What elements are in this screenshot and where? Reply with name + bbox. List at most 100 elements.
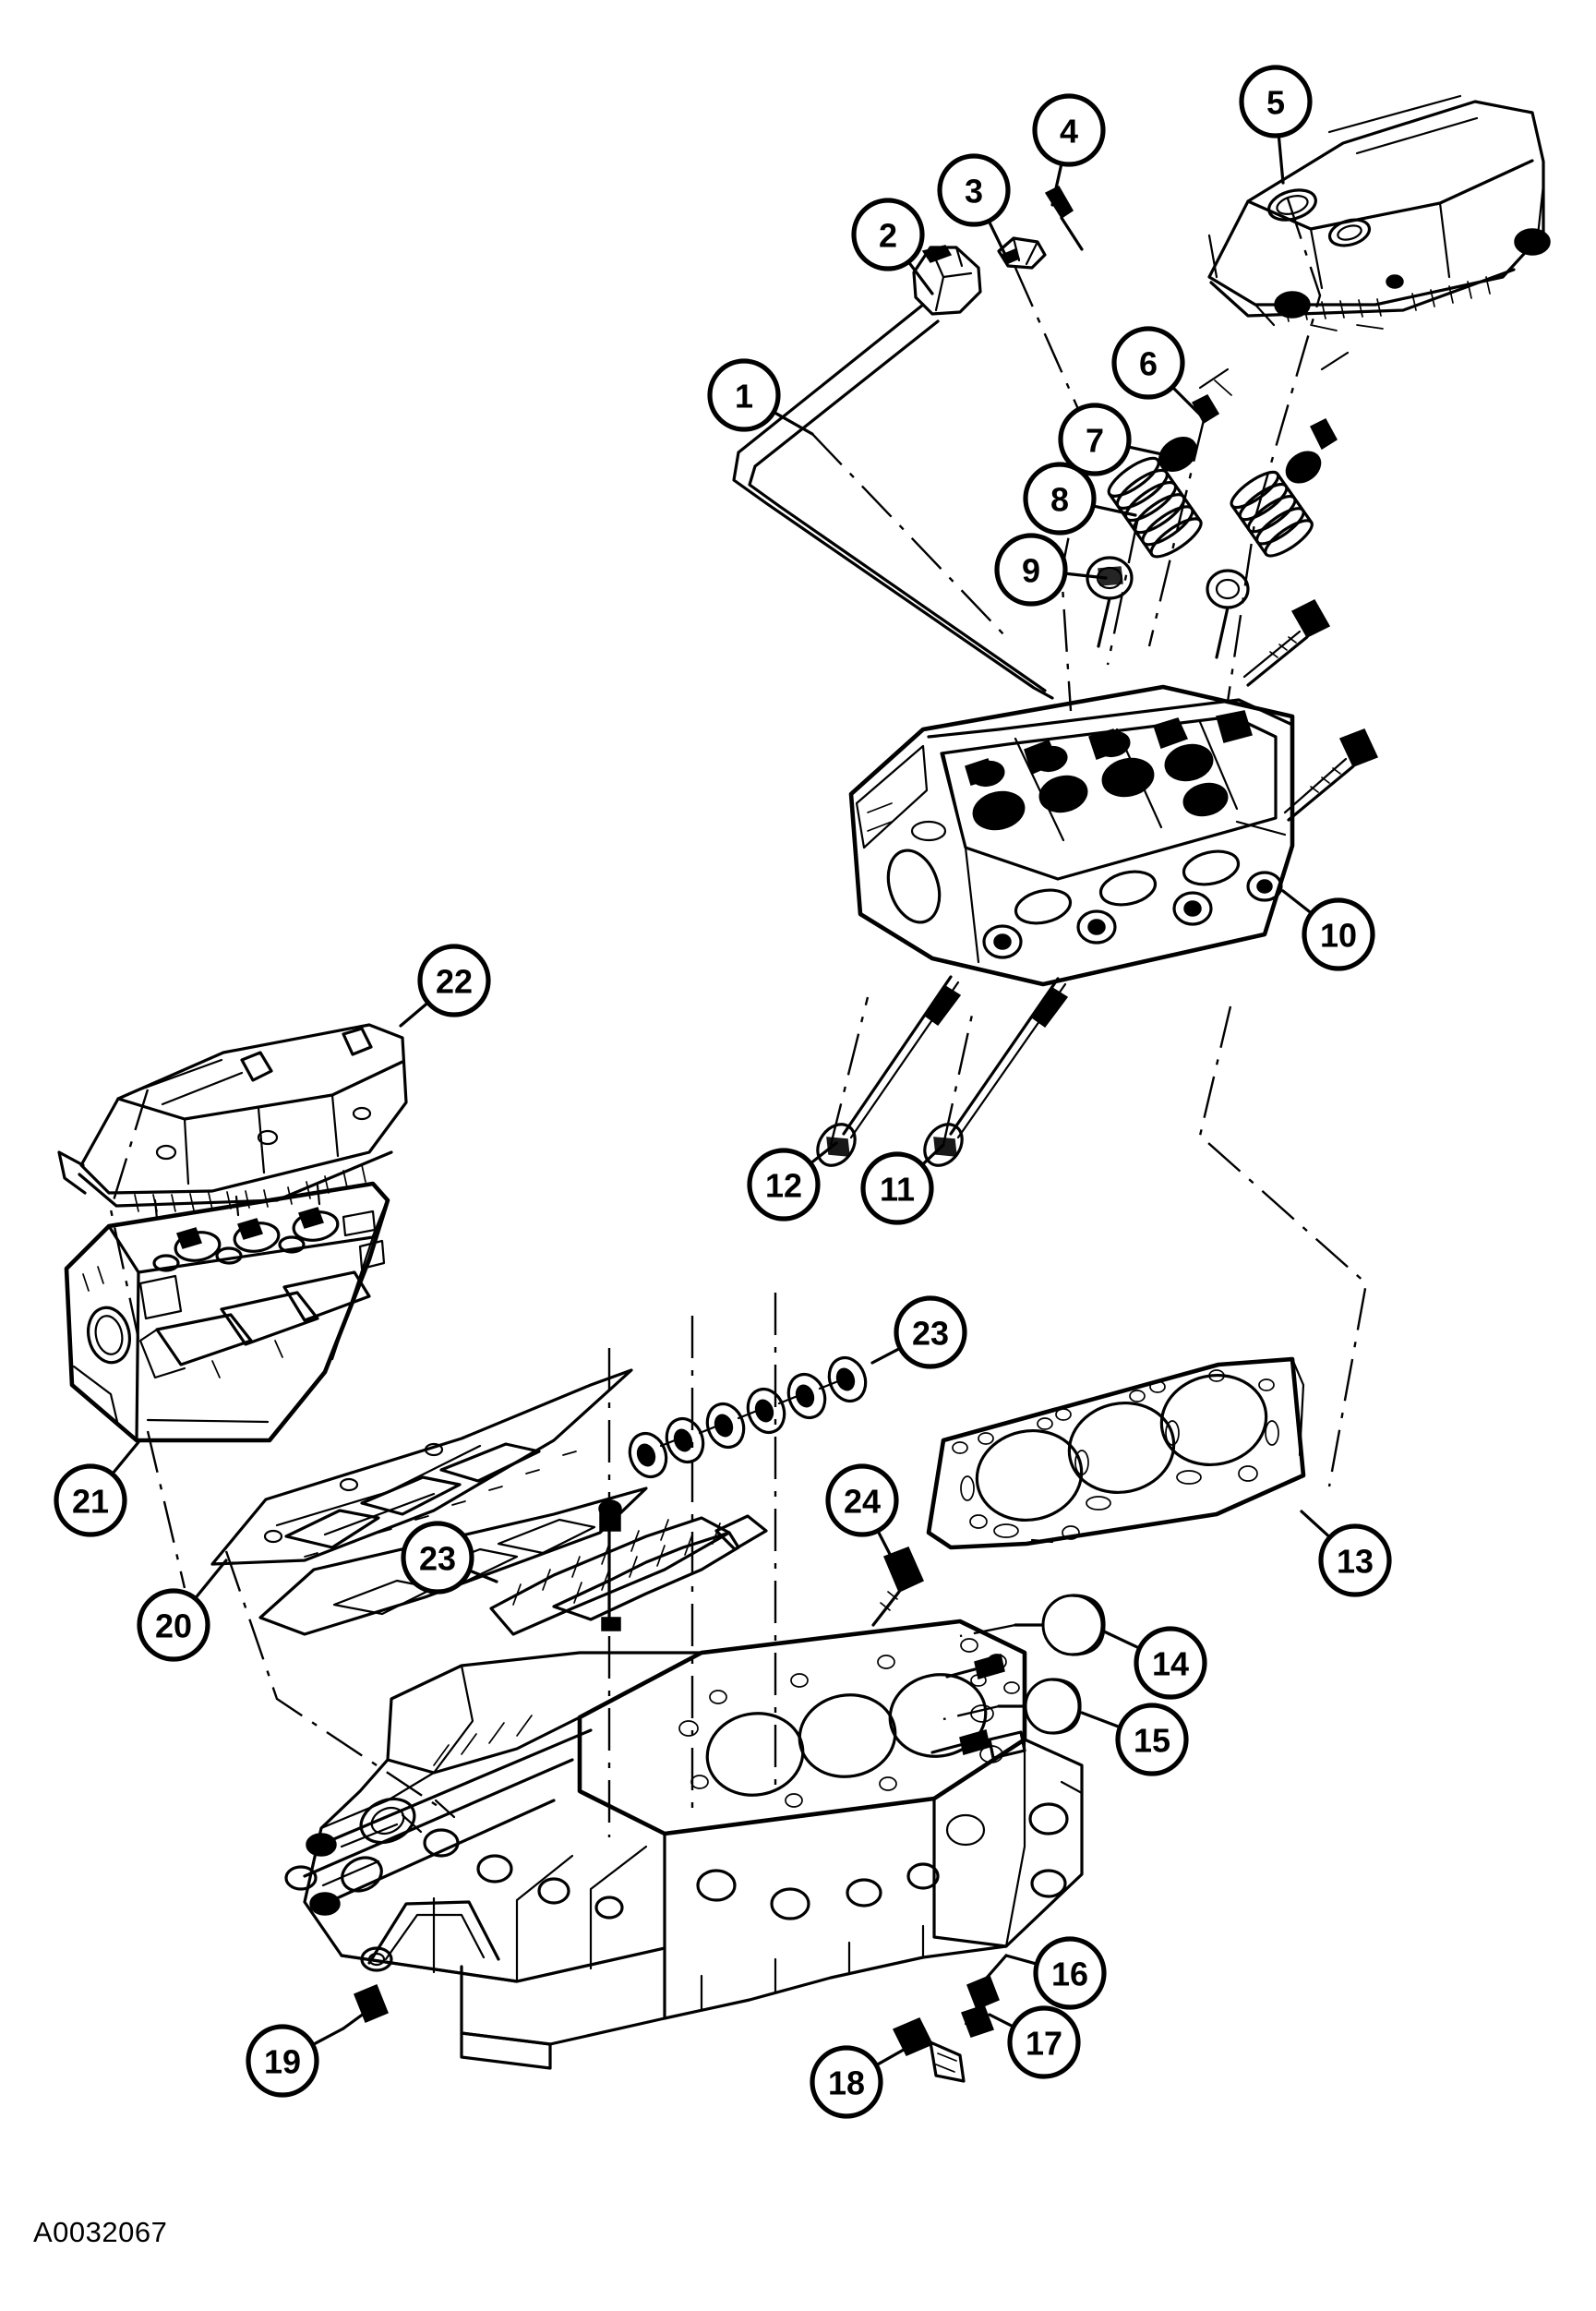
callout-number: 8: [1050, 481, 1069, 519]
callout-leader-5-4: [1277, 134, 1285, 185]
callout-circle: [1007, 2005, 1081, 2079]
callout-circle: [137, 1588, 210, 1662]
callout-circle: [417, 944, 491, 1017]
rocker-stud-bosses: [965, 710, 1253, 786]
rocker-arm-bracket: [912, 245, 982, 316]
callout-12-exhaust-valve[interactable]: 12: [747, 1148, 821, 1222]
callout-leader-4-3: [1050, 162, 1063, 207]
callout-circle: [1134, 1626, 1207, 1700]
callout-circle: [810, 2045, 883, 2119]
callout-number: 10: [1320, 917, 1357, 955]
callout-bubbles: 1234567891011121314151617181920212223232…: [54, 65, 1392, 2119]
callout-19-block-plug[interactable]: 19: [246, 2024, 319, 2098]
callout-23-valve-lifter-right-bank[interactable]: 23: [894, 1295, 967, 1369]
valve-lifters-left-bank: [489, 1499, 731, 1636]
callout-circle: [1032, 93, 1106, 167]
valve-lifters-right-bank: [552, 1355, 868, 1621]
callout-4-rocker-arm-bolt[interactable]: 4: [1032, 93, 1106, 167]
callout-3-rocker-arm-pivot[interactable]: 3: [937, 153, 1011, 227]
callout-leader-10-9: [1281, 889, 1314, 915]
cylinder-head-bolts: [1242, 599, 1379, 822]
callout-circle: [707, 358, 781, 432]
callout-21-left-cylinder-head[interactable]: 21: [54, 1463, 127, 1537]
callout-leader-2-1: [906, 260, 934, 295]
callout-2-rocker-arm-bracket[interactable]: 2: [851, 198, 925, 271]
callout-circle: [54, 1463, 127, 1537]
right-valve-rocker-cover: [1207, 94, 1551, 331]
right-head-gasket: [926, 1356, 1306, 1550]
callout-number: 17: [1026, 2025, 1062, 2063]
leader-lines: [111, 134, 1332, 2067]
callout-circle: [1111, 326, 1185, 400]
callout-leader-23-22: [870, 1346, 902, 1365]
callout-5-right-valve-rocker-cover[interactable]: 5: [1239, 65, 1313, 138]
callout-7-valve-spring-retainer[interactable]: 7: [1058, 403, 1132, 476]
callout-number: 11: [880, 1171, 915, 1209]
callout-23-valve-lifter-left-bank[interactable]: 23: [401, 1521, 474, 1595]
valve-spring-assembly-front: [1086, 367, 1232, 648]
callout-circle: [246, 2024, 319, 2098]
callout-circle: [894, 1295, 967, 1369]
callout-20-left-cylinder-head-gasket[interactable]: 20: [137, 1588, 210, 1662]
callout-circle: [747, 1148, 821, 1222]
callout-9-valve-stem-oil-seal[interactable]: 9: [994, 533, 1068, 607]
push-rod-tube: [732, 303, 1054, 700]
block-left-studs: [284, 1728, 593, 1916]
callout-number: 9: [1022, 552, 1040, 590]
callout-8-valve-spring[interactable]: 8: [1023, 462, 1097, 536]
callout-leader-3-2: [987, 219, 1008, 259]
left-head-ports: [152, 1210, 386, 1272]
callout-leader-18-17: [874, 2044, 912, 2067]
rocker-arm-bolt: [1044, 186, 1084, 251]
callout-circle: [851, 198, 925, 271]
callout-circle: [825, 1463, 899, 1537]
callout-15-core-plug-small[interactable]: 15: [1115, 1703, 1189, 1776]
block-front-bosses: [696, 1813, 986, 1920]
left-head-gasket: [210, 1368, 648, 1636]
callout-leader-12-11: [809, 1141, 838, 1165]
valve-spring-assembly-rear: [1206, 351, 1350, 659]
callout-17-block-drain-plug[interactable]: 17: [1007, 2005, 1081, 2079]
block-left-face-detail: [319, 1771, 624, 1920]
lifter-retainer-bolt: [871, 1547, 924, 1627]
callout-leader-15-14: [1080, 1711, 1122, 1729]
callout-number: 5: [1266, 84, 1285, 122]
callout-13-right-cylinder-head-gasket[interactable]: 13: [1318, 1523, 1392, 1597]
callout-number: 12: [765, 1167, 802, 1205]
callout-leader-19-18: [311, 2027, 345, 2047]
callout-leader-1-0: [772, 410, 814, 436]
callout-number: 18: [828, 2064, 865, 2102]
intake-valve: [923, 977, 1069, 1167]
callout-number: 15: [1134, 1722, 1170, 1760]
callout-number: 16: [1051, 1956, 1088, 1993]
callout-number: 7: [1086, 422, 1104, 460]
callout-6-valve-stem-key-keeper[interactable]: 6: [1111, 326, 1185, 400]
callout-10-cylinder-head-bolt[interactable]: 10: [1302, 897, 1375, 971]
callout-number: 21: [72, 1483, 109, 1521]
callout-number: 24: [844, 1483, 881, 1521]
callout-16-oil-gallery-plug[interactable]: 16: [1033, 1936, 1107, 2010]
callout-leader-9-8: [1063, 572, 1108, 580]
callout-leader-14-13: [1102, 1630, 1142, 1650]
callout-leader-11-10: [920, 1143, 945, 1167]
callout-leader-21-20: [111, 1440, 140, 1476]
callout-14-core-plug-large[interactable]: 14: [1134, 1626, 1207, 1700]
rocker-arm-pivot: [997, 236, 1047, 270]
callout-24-lifter-guide-retainer-bolt[interactable]: 24: [825, 1463, 899, 1537]
camshaft-thrust-bolt: [892, 2017, 966, 2083]
callout-22-left-valve-rocker-cover[interactable]: 22: [417, 944, 491, 1017]
valve-seat-bores: [970, 730, 1229, 831]
callout-1-push-rod-tube[interactable]: 1: [707, 358, 781, 432]
left-valve-rocker-cover: [57, 1023, 408, 1221]
spark-plug-bosses: [982, 871, 1283, 959]
callout-circle: [1239, 65, 1313, 138]
right-cylinder-head: [848, 684, 1295, 987]
callout-number: 2: [879, 217, 897, 255]
callout-18-camshaft-thrust-bolt[interactable]: 18: [810, 2045, 883, 2119]
callout-circle: [860, 1151, 934, 1225]
callout-leader-22-21: [399, 1001, 430, 1028]
callout-number: 23: [419, 1540, 456, 1578]
callout-11-intake-valve[interactable]: 11: [860, 1151, 934, 1225]
